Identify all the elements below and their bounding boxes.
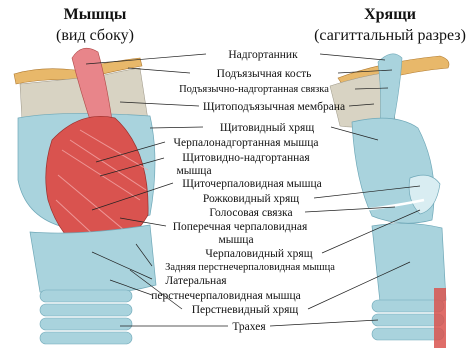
label-thyrohyoid-membrane: Щитоподъязычная мембрана	[203, 101, 345, 113]
label-lateral-cricoarytenoid-line1: Латеральная	[165, 275, 227, 287]
label-cricoid-cartilage: Перстневидный хрящ	[192, 304, 299, 316]
left-title: Мышцы	[64, 6, 127, 23]
left-cricoid-cartilage	[30, 225, 156, 295]
label-posterior-cricoarytenoid: Задняя перстнечерпаловидная мышца	[165, 262, 335, 273]
left-subtitle: (вид сбоку)	[56, 27, 134, 44]
right-subtitle: (сагиттальный разрез)	[314, 27, 466, 44]
label-arytenoid-cartilage: Черпаловидный хрящ	[205, 248, 312, 260]
label-thyroarytenoid-muscle: Щиточерпаловидная мышца	[182, 178, 322, 190]
label-transverse-arytenoid-line1: Поперечная черпаловидная	[173, 221, 308, 233]
label-epiglottis: Надгортанник	[228, 49, 298, 61]
label-corniculate-cartilage: Рожковидный хрящ	[203, 193, 299, 205]
right-title: Хрящи	[364, 6, 416, 23]
right-illustration-cartilages	[330, 54, 449, 348]
label-transverse-arytenoid-line2: мышца	[218, 234, 253, 246]
label-lateral-cricoarytenoid-line2: перстнечерпаловидная мышца	[151, 290, 301, 302]
left-trachea	[40, 290, 132, 344]
label-thyroepiglottic-muscle-line1: Щитовидно-надгортанная	[182, 152, 310, 164]
label-thyroid-cartilage: Щитовидный хрящ	[220, 122, 315, 134]
label-aryepiglottic-muscle: Черпалонадгортанная мышца	[173, 137, 318, 149]
label-hyoepiglottic-ligament: Подъязычно-надгортанная связка	[179, 84, 329, 95]
label-vocal-ligament: Голосовая связка	[209, 207, 292, 219]
label-thyroepiglottic-muscle-line2: мышца	[176, 165, 211, 177]
labels: Надгортанник Подъязычная кость Подъязычн…	[151, 49, 345, 333]
label-trachea: Трахея	[232, 321, 266, 333]
label-hyoid-bone: Подъязычная кость	[217, 68, 312, 80]
